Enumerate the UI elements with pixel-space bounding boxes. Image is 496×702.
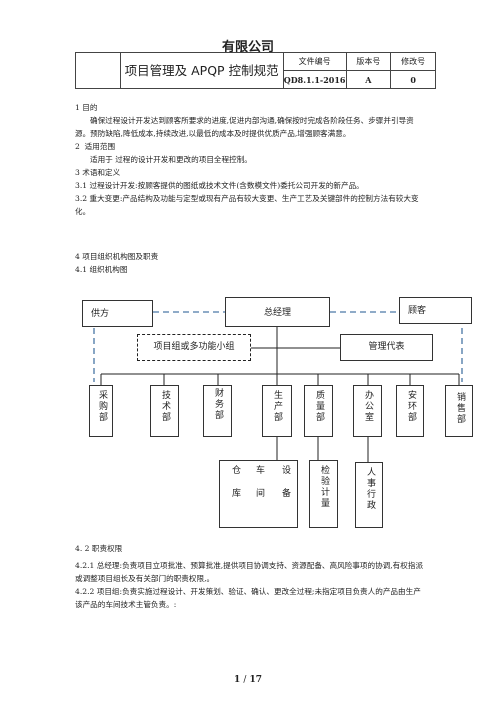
page-number: 1 / 17 xyxy=(0,675,496,685)
page-total: 17 xyxy=(249,675,263,685)
dept-purchasing-box: 采购部 xyxy=(89,385,113,437)
section-1-body: 确保过程设计开发达到顾客所要求的进度,促进内部沟通,确保按时完成各阶段任务、步骤… xyxy=(75,116,414,138)
sub-warehouse-label: 仓库 xyxy=(230,465,240,511)
section-3-1: 3.1 过程设计开发:按顾客提供的图纸或技术文件(含数模文件)委托公司开发的新产… xyxy=(75,181,364,190)
revision-value: 0 xyxy=(390,70,436,89)
dept-finance-label: 财务部 xyxy=(213,388,223,421)
section-3-title: 3 术语和定义 xyxy=(75,168,121,177)
sections-1-3: 1 目的 确保过程设计开发达到顾客所要求的进度,促进内部沟通,确保按时完成各阶段… xyxy=(75,101,425,218)
sub-hr-box: 人事行政 xyxy=(355,462,383,528)
dept-tech-box: 技术部 xyxy=(150,385,179,437)
section-4-1: 4.1 组织机构图 xyxy=(75,265,128,274)
supplier-box: 供方 xyxy=(82,300,153,327)
section-4-2-title: 4. 2 职责权限 xyxy=(75,544,123,553)
customer-label: 顾客 xyxy=(408,306,427,316)
dept-office-label: 办公室 xyxy=(363,390,373,423)
page-separator: / xyxy=(243,675,247,685)
dept-safety-label: 安环部 xyxy=(406,390,416,423)
section-4-2: 4. 2 职责权限 4.2.1 总经理:负责项目立项批准、预算批准,提供项目协调… xyxy=(75,542,425,611)
page-current: 1 xyxy=(233,675,241,685)
dept-purchasing-label: 采购部 xyxy=(97,390,107,423)
company-name: 有限公司 xyxy=(221,40,274,55)
dept-safety-box: 安环部 xyxy=(396,385,424,437)
dept-sales-box: 销售部 xyxy=(445,385,473,437)
sub-workshop-label: 车间 xyxy=(254,465,264,511)
dept-finance-box: 财务部 xyxy=(203,385,232,437)
production-subunits-box: 仓库 车间 设备 xyxy=(219,460,298,528)
section-2-title: 2 适用范围 xyxy=(75,142,116,151)
section-4-2-2: 4.2.2 项目组:负责实施过程设计、开发策划、验证、确认、更改全过程;未指定项… xyxy=(75,587,421,609)
section-4-title: 4 项目组织机构图及职责 xyxy=(75,252,159,261)
document-header-table: 项目管理及 APQP 控制规范 文件编号 版本号 修改号 QD8.1.1-201… xyxy=(75,52,436,89)
section-4-2-1: 4.2.1 总经理:负责项目立项批准、预算批准,提供项目协调支持、资源配备、高风… xyxy=(75,561,424,583)
dept-quality-box: 质量部 xyxy=(304,385,333,437)
dept-production-label: 生产部 xyxy=(272,390,282,423)
sub-inspection-label: 检验计量 xyxy=(319,465,329,509)
project-team-label: 项目组或多功能小组 xyxy=(153,342,235,352)
doc-no-value: QD8.1.1-2016 xyxy=(282,70,347,89)
project-team-box: 项目组或多功能小组 xyxy=(137,334,251,361)
version-value: A xyxy=(345,70,392,89)
management-rep-label: 管理代表 xyxy=(368,342,405,352)
dept-quality-label: 质量部 xyxy=(314,390,324,423)
sub-hr-label: 人事行政 xyxy=(365,467,375,511)
section-2-body: 适用于 过程的设计开发和更改的项目全程控制。 xyxy=(90,155,252,164)
document-title: 项目管理及 APQP 控制规范 xyxy=(119,52,284,89)
dept-production-box: 生产部 xyxy=(262,385,292,437)
general-manager-label: 总经理 xyxy=(263,308,291,318)
sub-equipment-label: 设备 xyxy=(280,465,290,511)
dept-office-box: 办公室 xyxy=(353,385,382,437)
dept-tech-label: 技术部 xyxy=(160,390,170,423)
section-1-title: 1 目的 xyxy=(75,103,98,112)
customer-box: 顾客 xyxy=(399,297,472,324)
section-3-2: 3.2 重大变更:产品结构及功能与定型或现有产品有较大变更、生产工艺及关键部件的… xyxy=(75,194,419,216)
supplier-label: 供方 xyxy=(91,309,110,319)
management-rep-box: 管理代表 xyxy=(340,334,433,361)
general-manager-box: 总经理 xyxy=(225,297,330,327)
section-4-heading: 4 项目组织机构图及职责 4.1 组织机构图 xyxy=(75,250,425,276)
dept-sales-label: 销售部 xyxy=(455,392,465,425)
sub-inspection-box: 检验计量 xyxy=(309,460,338,528)
